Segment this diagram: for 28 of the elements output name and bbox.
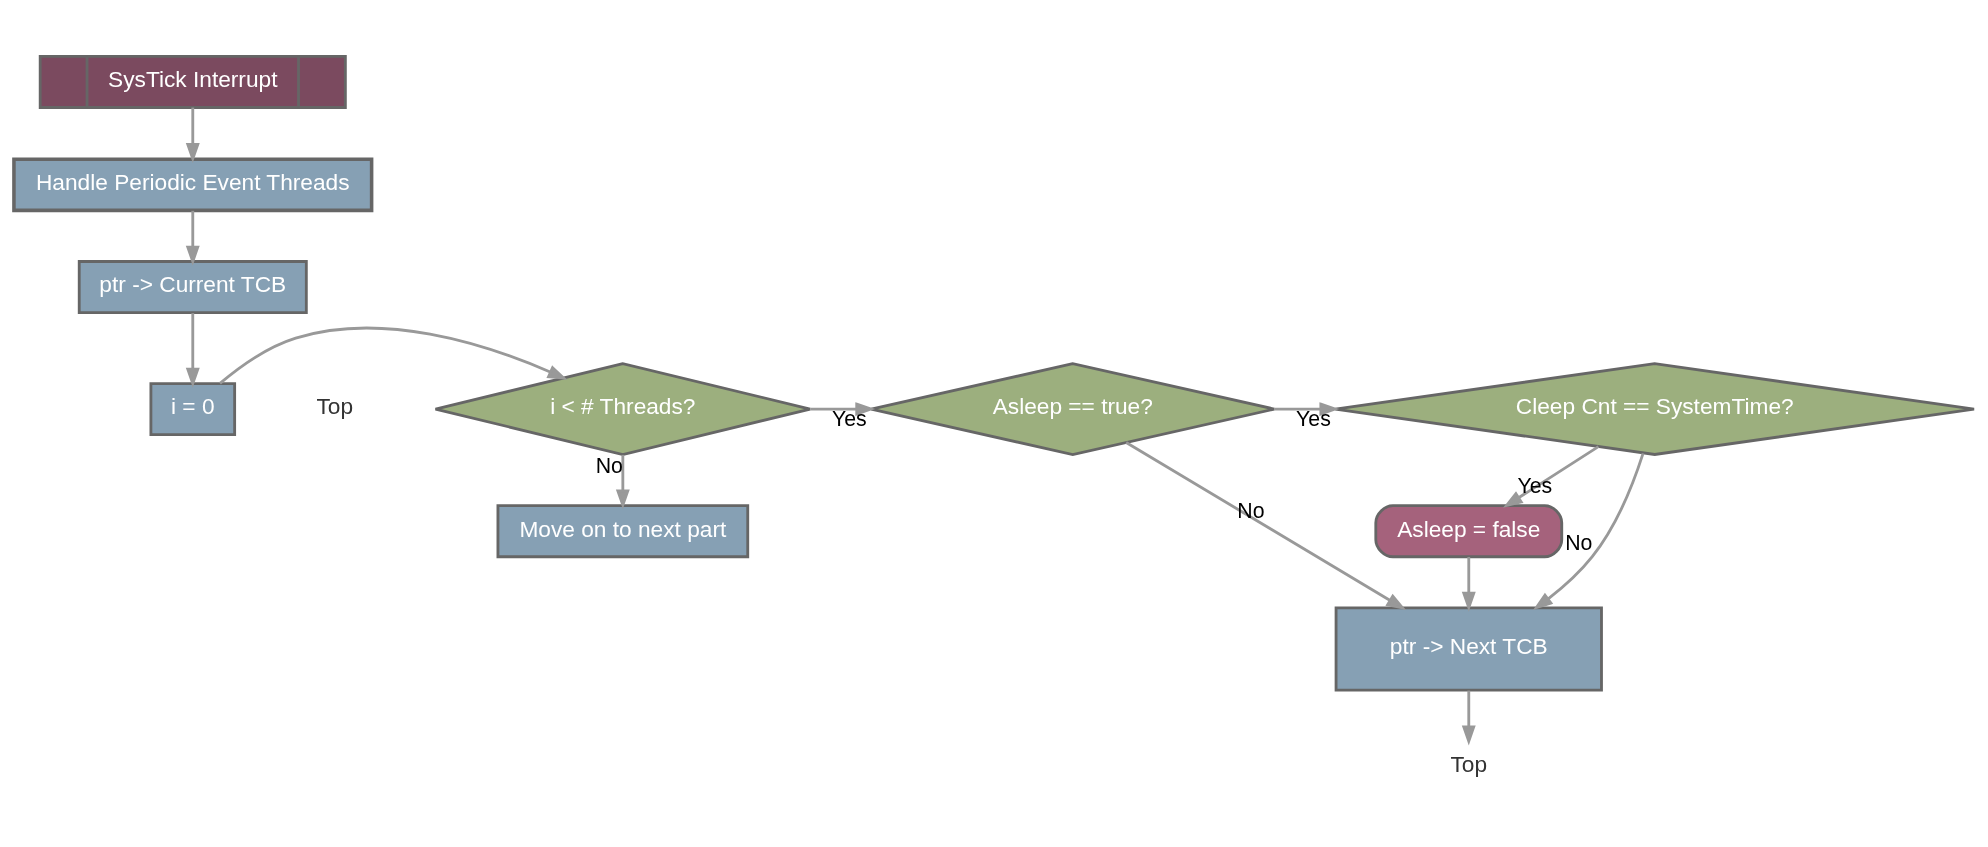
edge-label: Yes — [1517, 473, 1553, 498]
arrow — [1461, 556, 1476, 612]
node-box: Move on to next part — [496, 503, 750, 558]
arrow — [1125, 440, 1407, 610]
node-box: i = 0 — [149, 381, 237, 436]
arrow — [185, 210, 200, 266]
node-text: Top — [1450, 750, 1488, 777]
edge-label: No — [595, 453, 623, 478]
node-label: Top — [316, 392, 353, 419]
node-box: ptr -> Current TCB — [77, 259, 308, 314]
arrow — [1461, 690, 1476, 745]
arrow — [185, 312, 200, 388]
arrow — [1503, 444, 1600, 508]
edge-label: No — [1565, 530, 1593, 555]
node-box: Handle Periodic Event Threads — [12, 157, 374, 212]
node-diamond: Cleep Cnt == SystemTime? — [1333, 361, 1976, 456]
edge-label: Yes — [832, 406, 867, 431]
edge-label: Yes — [1296, 406, 1331, 431]
node-box: Asleep = false — [1374, 503, 1564, 558]
arrow — [185, 107, 200, 163]
arrow — [615, 454, 630, 509]
arrow — [810, 401, 876, 416]
arrow — [1274, 401, 1340, 416]
arrow — [219, 326, 568, 385]
edge-label: No — [1237, 498, 1265, 523]
arrow — [1533, 452, 1645, 610]
node-diamond: Asleep == true? — [869, 361, 1276, 456]
node-box: ptr -> Next TCB — [1334, 605, 1603, 692]
